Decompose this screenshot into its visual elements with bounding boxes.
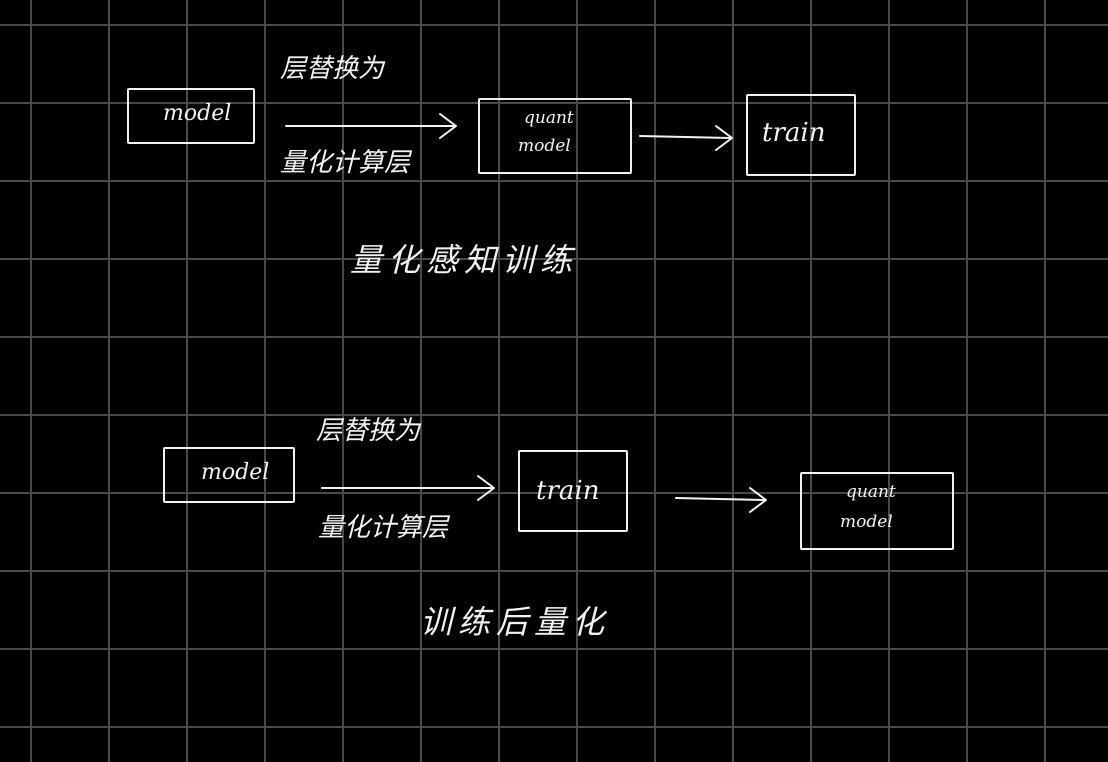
arrow-label-top: 层替换为 <box>316 416 421 446</box>
train-box-label: train <box>762 118 826 148</box>
model-box: model <box>127 88 255 144</box>
caption-qat: 量化感知训练 <box>350 241 579 279</box>
train-box: train <box>746 94 856 176</box>
quant-model-line2: model <box>840 512 893 532</box>
model-box: model <box>163 447 295 503</box>
arrow-replace-2 <box>321 475 495 501</box>
arrow-to-quant-2 <box>675 487 767 513</box>
quant-model-line2: model <box>518 136 571 156</box>
arrow-to-train-1 <box>639 125 733 151</box>
arrow-label-bottom: 量化计算层 <box>318 513 449 543</box>
arrow-label-bottom: 量化计算层 <box>280 148 411 178</box>
arrow-replace-1 <box>285 113 457 139</box>
model-box-label: model <box>163 101 232 126</box>
model-box-label: model <box>201 460 270 485</box>
arrow-label-top: 层替换为 <box>280 54 385 84</box>
quant-model-box: quant model <box>478 98 632 174</box>
caption-ptq: 训练后量化 <box>420 603 611 641</box>
train-box: train <box>518 450 628 532</box>
train-box-label: train <box>536 476 600 506</box>
quant-model-line1: quant <box>846 482 896 502</box>
quant-model-box: quant model <box>800 472 954 550</box>
quant-model-line1: quant <box>524 108 574 128</box>
